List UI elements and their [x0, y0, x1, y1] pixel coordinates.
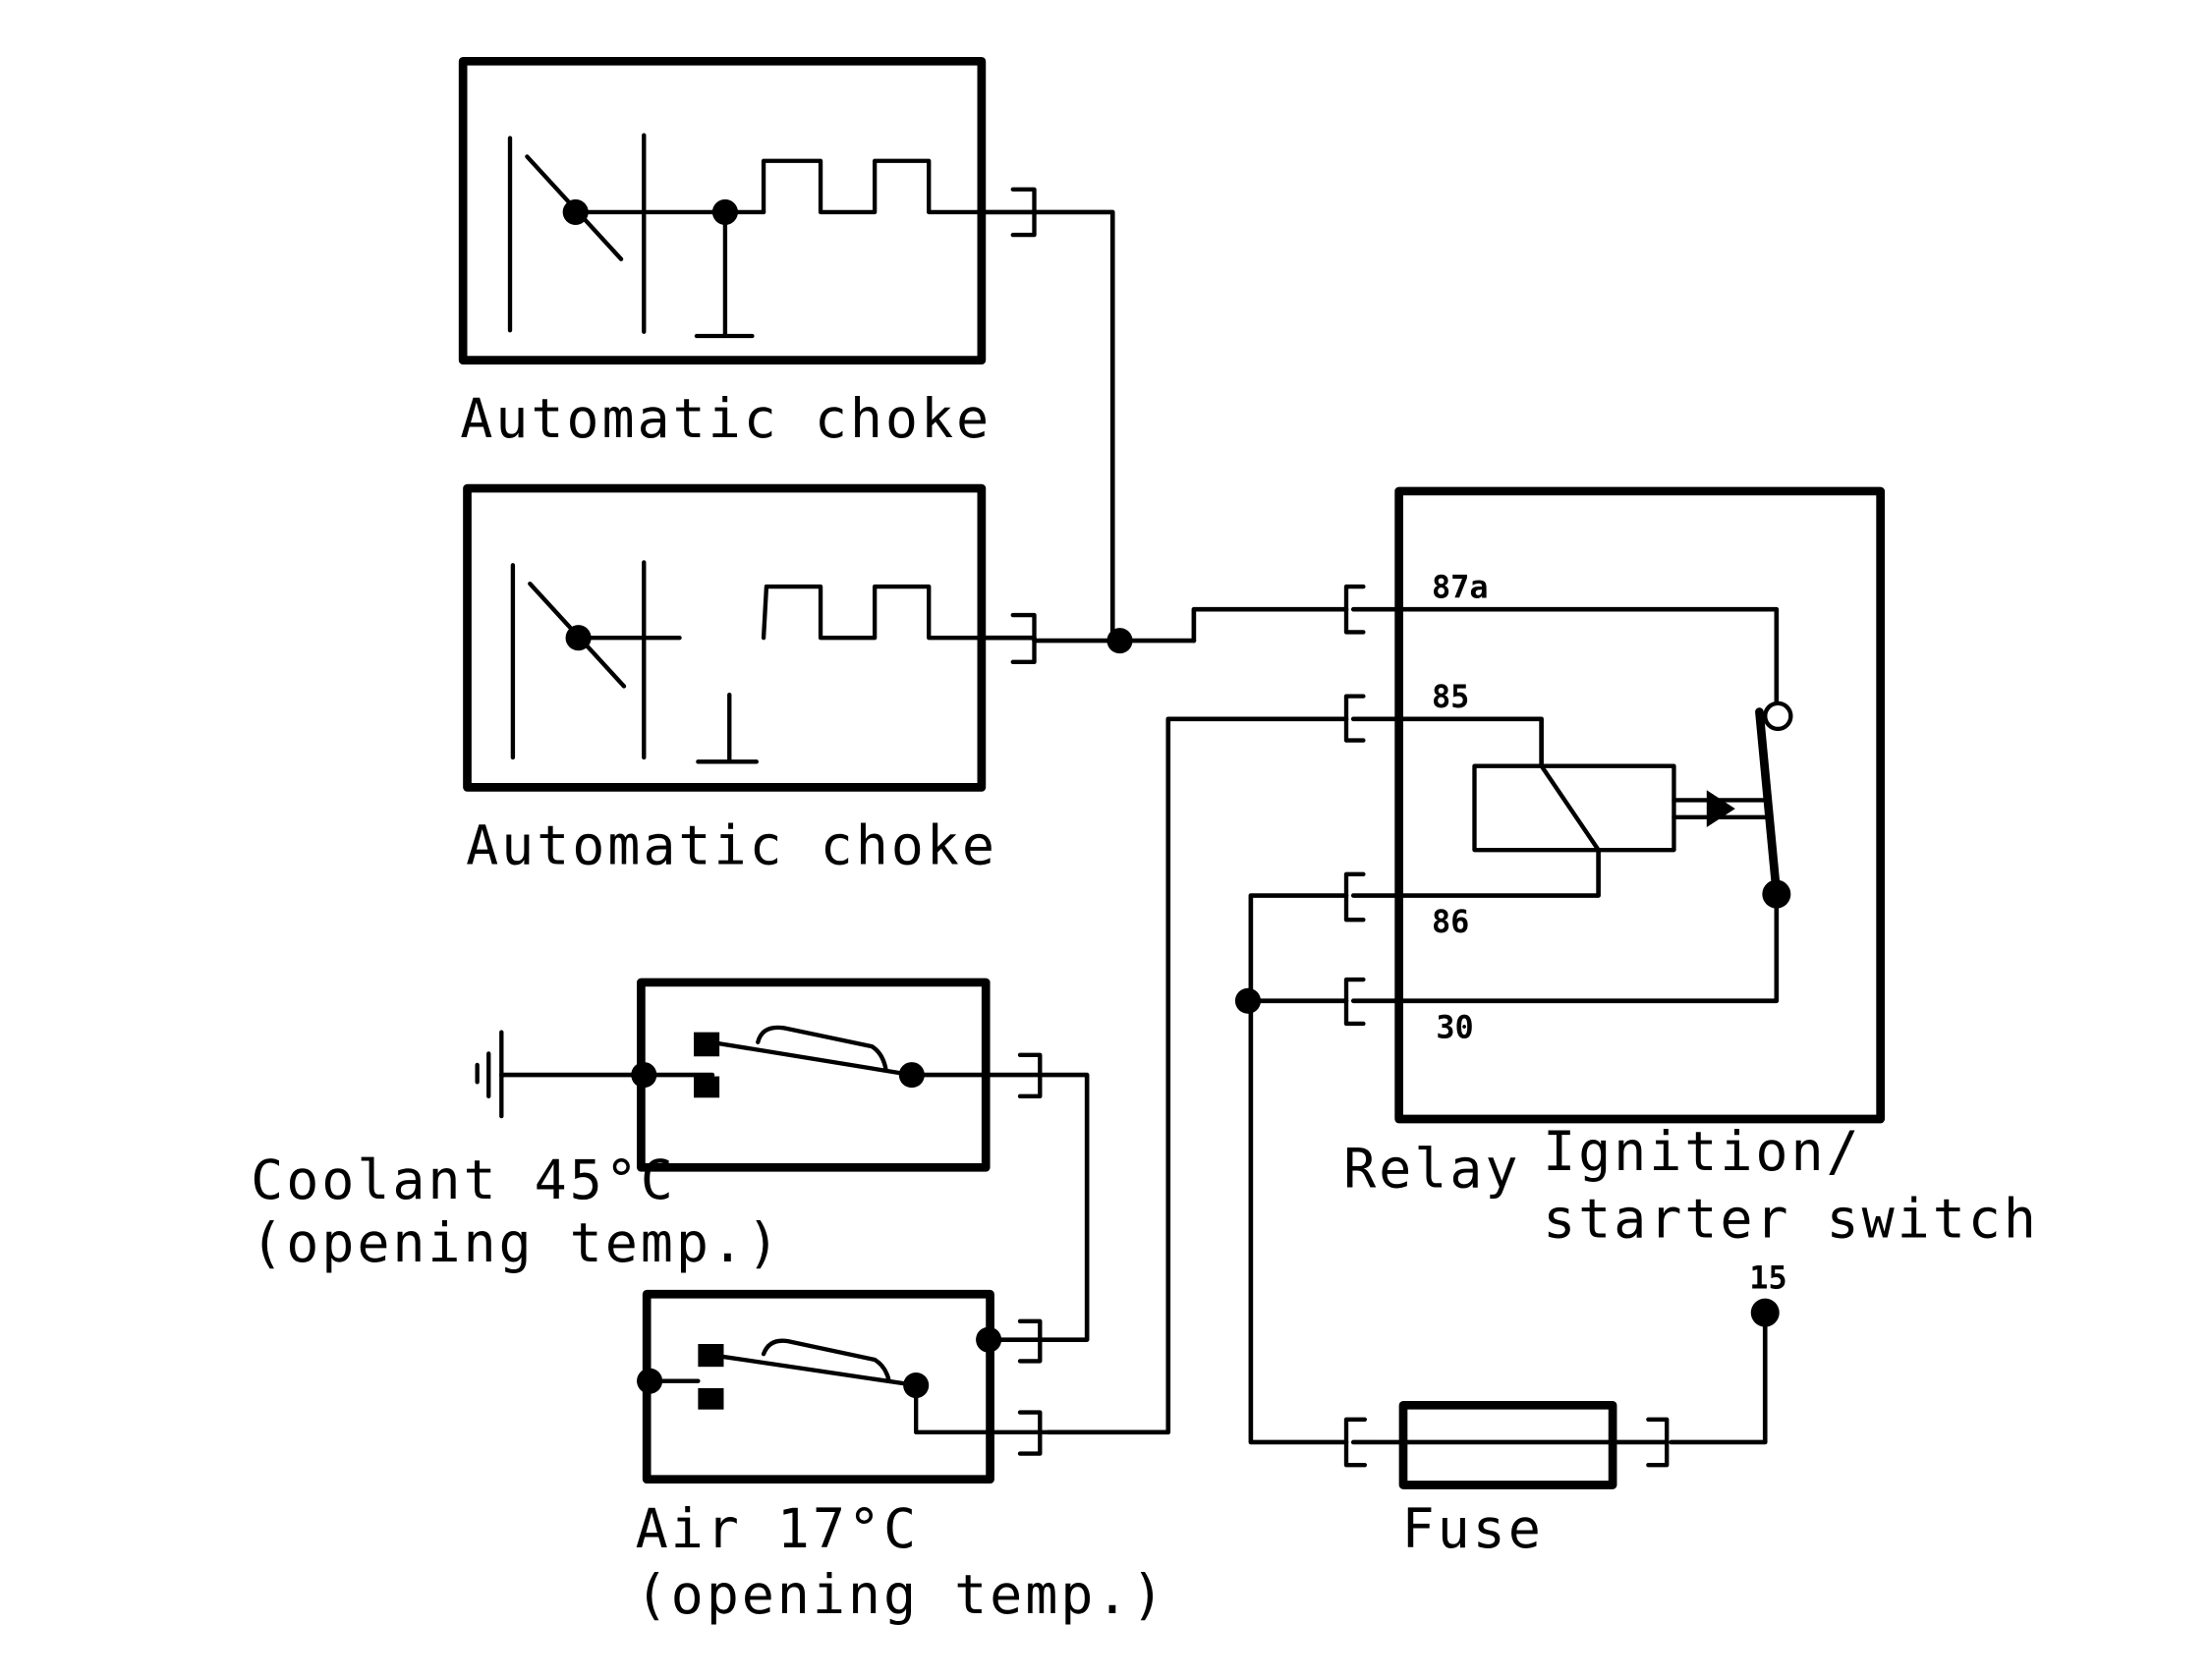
terminal-85-label: 85 [1432, 678, 1469, 715]
ignition-switch-label-line2: starter switch [1543, 1187, 2039, 1250]
contact-pad [698, 1387, 724, 1410]
wire-to-87a [1191, 606, 1349, 644]
junction-dot [1106, 628, 1133, 654]
terminal-87a-label: 87a [1432, 569, 1489, 606]
automatic-choke-upper: Automatic choke [458, 56, 1037, 450]
choke-lower-label: Automatic choke [466, 814, 997, 877]
fuse-label: Fuse [1402, 1497, 1544, 1560]
terminal-30-label: 30 [1436, 1008, 1473, 1045]
connector-icon [1343, 584, 1366, 635]
coil-winding [1539, 763, 1601, 853]
fuse: Fuse [1343, 1400, 1670, 1560]
junction-dot [631, 1062, 657, 1089]
air-thermo-switch: Air 17°C (opening temp.) [636, 1289, 1167, 1626]
ignition-starter-switch: Ignition/ starter switch 15 [1543, 1120, 2039, 1445]
air-label-line1: Air 17°C [636, 1497, 919, 1560]
wire-86-30-to-fuse [1248, 893, 1349, 1445]
wire-choke-upper [1032, 209, 1115, 644]
heater-element-icon [761, 158, 985, 215]
wire-86 [1350, 847, 1601, 898]
fuse-body-icon [1398, 1400, 1617, 1489]
wire-87a [1350, 606, 1780, 704]
heater-element-icon [761, 584, 985, 641]
wire-30 [1350, 891, 1780, 1004]
choke-housing [463, 483, 987, 792]
coolant-label-line1: Coolant 45°C [251, 1148, 676, 1211]
connector-icon [1017, 1318, 1043, 1364]
bimetal-strip-icon [721, 1338, 919, 1388]
relay: 87a 85 86 30 Relay [1343, 486, 1886, 1201]
choke-upper-label: Automatic choke [460, 387, 992, 450]
air-label-line2: (opening temp.) [636, 1563, 1167, 1626]
junction-dot [1234, 987, 1262, 1014]
relay-coil-icon [1472, 763, 1676, 853]
switch-housing [642, 1289, 994, 1484]
relay-housing [1394, 486, 1886, 1124]
wire-coolant-to-air [1037, 1072, 1090, 1342]
wire [914, 1382, 1051, 1435]
switch-blade-icon [1755, 707, 1782, 897]
connector-icon [1343, 1417, 1368, 1468]
contact-87a-icon [1763, 700, 1793, 732]
contact-pad [694, 1032, 720, 1057]
coolant-thermo-switch: Coolant 45°C (opening temp.) [251, 978, 1090, 1342]
relay-label: Relay [1343, 1138, 1520, 1201]
wire-85-to-air-switch [1046, 716, 1349, 1435]
automatic-choke-lower: Automatic choke [463, 483, 1037, 877]
actuator-arrow-icon [1706, 790, 1735, 827]
wire-15-to-fuse [1669, 1310, 1768, 1445]
bimetal-strip-icon [716, 1025, 915, 1078]
coolant-label-line2: (opening temp.) [251, 1211, 782, 1274]
terminal-86-label: 86 [1432, 903, 1469, 940]
connector-icon [1017, 1410, 1043, 1456]
contact-pad [698, 1344, 724, 1368]
terminal-15-label: 15 [1749, 1259, 1786, 1296]
wire-85 [1350, 716, 1544, 768]
contact-pad [694, 1076, 720, 1098]
ignition-switch-label-line1: Ignition/ [1543, 1120, 1862, 1183]
connector-icon [1646, 1417, 1670, 1468]
